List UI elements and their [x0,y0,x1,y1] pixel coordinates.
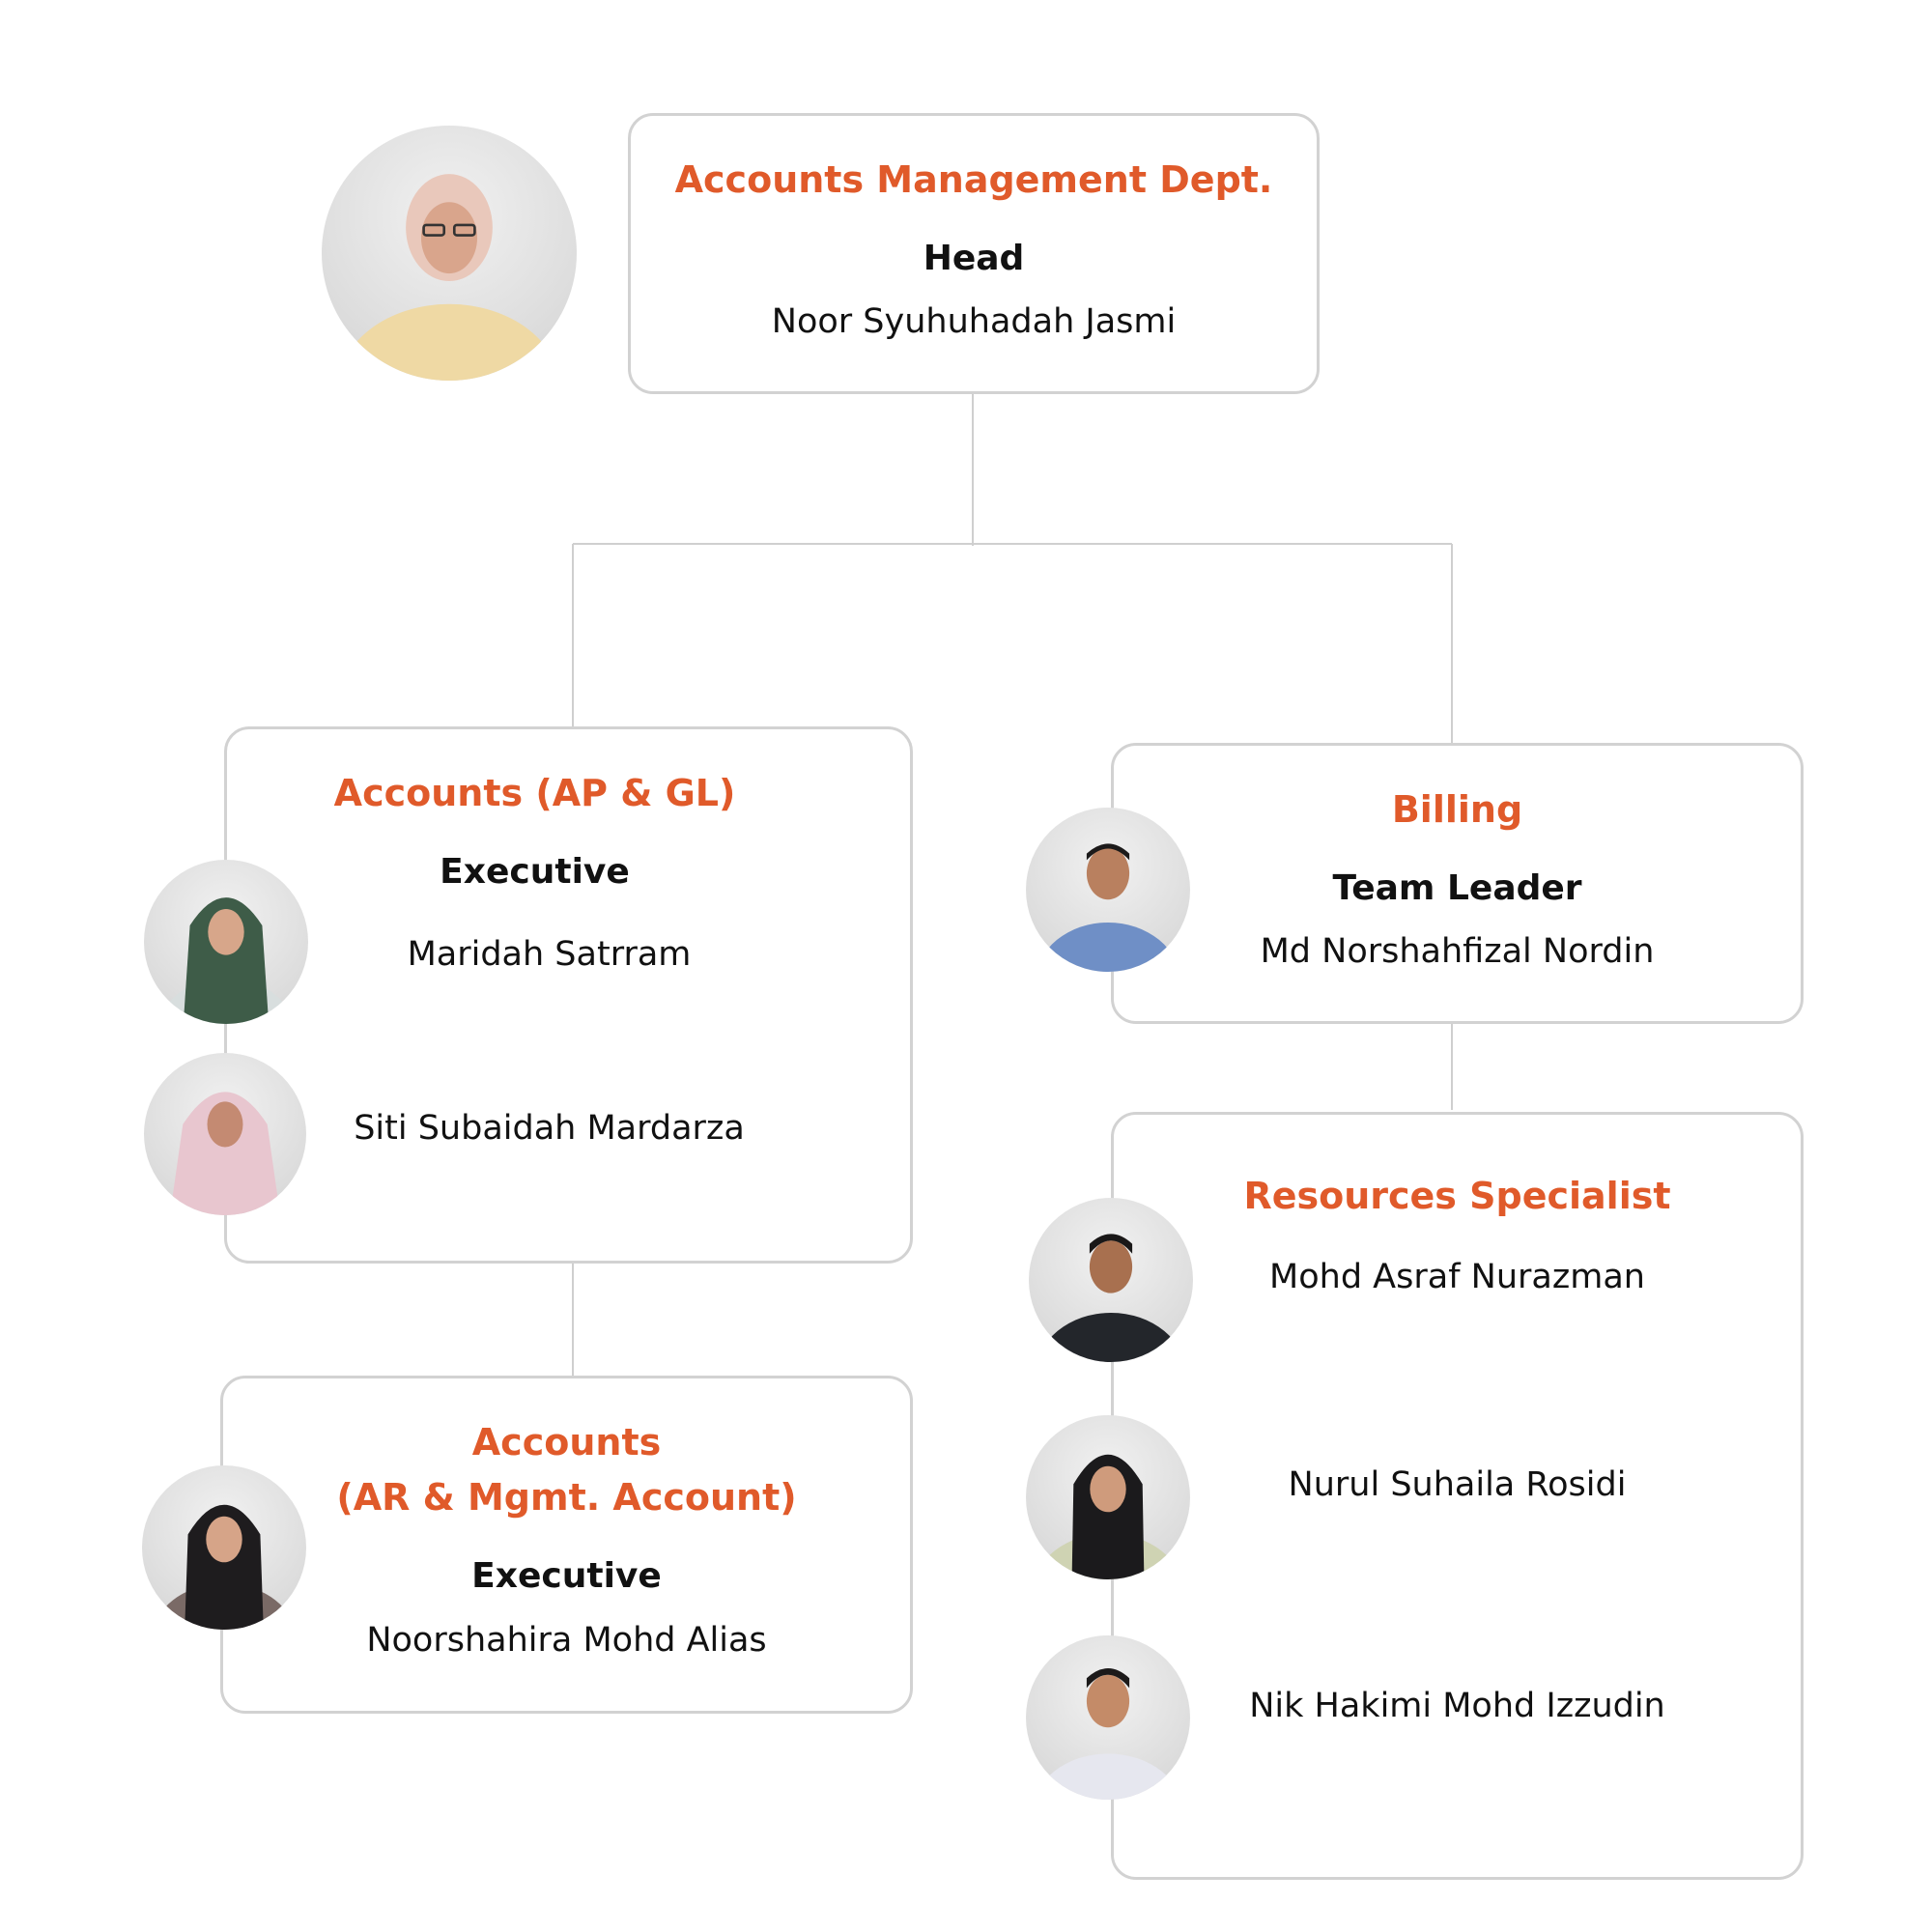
ap-gl-department: Accounts (AP & GL) [333,772,736,814]
head-role: Head [923,239,1025,278]
avatar-siti [144,1053,306,1215]
avatar-noorshahira-icon [153,1504,296,1630]
resources-member-3: Nik Hakimi Mohd Izzudin [1249,1687,1665,1725]
ar-mgmt-department-line1: Accounts [471,1421,662,1463]
ap-gl-member-2: Siti Subaidah Mardarza [354,1109,745,1148]
avatar-nurul [1026,1415,1190,1579]
billing-person: Md Norshahfizal Nordin [1260,932,1655,971]
ap-gl-member-1: Maridah Satrram [407,935,692,974]
avatar-head [322,126,577,381]
avatar-nik-hakimi-icon [1034,1668,1182,1800]
avatar-asraf-icon [1037,1234,1185,1362]
avatar-asraf [1029,1198,1193,1362]
avatar-maridah [144,860,308,1024]
resources-department: Resources Specialist [1243,1175,1671,1217]
head-department: Accounts Management Dept. [674,158,1273,201]
ar-mgmt-person: Noorshahira Mohd Alias [366,1621,767,1660]
avatar-nurul-icon [1034,1454,1182,1579]
resources-member-2: Nurul Suhaila Rosidi [1288,1465,1627,1504]
avatar-maridah-icon [157,897,295,1024]
avatar-head-icon [337,174,561,381]
avatar-billing-leader [1026,808,1190,972]
avatar-siti-icon [169,1092,281,1215]
resources-member-1: Mohd Asraf Nurazman [1269,1258,1645,1296]
billing-card: Billing Team Leader Md Norshahfizal Nord… [1111,743,1804,1024]
ap-gl-role: Executive [440,852,630,892]
avatar-billing-leader-icon [1037,843,1179,972]
ap-gl-card: Accounts (AP & GL) Executive Maridah Sat… [224,726,913,1264]
ar-mgmt-role: Executive [471,1556,662,1596]
head-card: Accounts Management Dept. Head Noor Syuh… [628,113,1320,394]
avatar-nik-hakimi [1026,1635,1190,1800]
avatar-noorshahira [142,1465,306,1630]
head-person: Noor Syuhuhadah Jasmi [771,302,1177,341]
resources-card: Resources Specialist Mohd Asraf Nurazman… [1111,1112,1804,1880]
billing-department: Billing [1391,788,1523,831]
billing-role: Team Leader [1332,868,1582,908]
ar-mgmt-card: Accounts (AR & Mgmt. Account) Executive … [220,1376,913,1714]
ar-mgmt-department-line2: (AR & Mgmt. Account) [336,1476,797,1519]
